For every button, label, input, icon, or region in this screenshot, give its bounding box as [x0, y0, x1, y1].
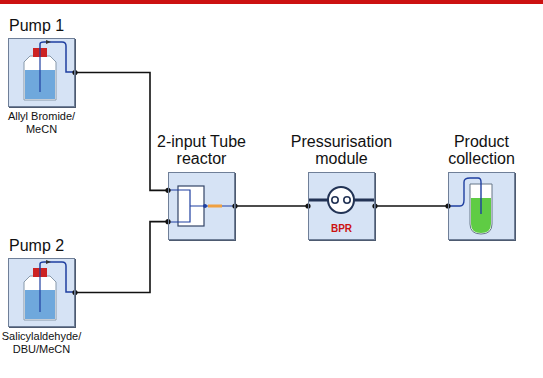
tubing-line: [235, 205, 308, 207]
module-heading: Product collection: [442, 133, 522, 168]
reactor-box: 2-input Tube reactor: [168, 172, 235, 240]
bpr-box: Pressurisation moduleBPR: [308, 172, 375, 240]
bpr-label: BPR: [309, 223, 374, 234]
junction-dot: [72, 290, 77, 295]
junction-dot: [203, 204, 207, 208]
module-heading: Pump 1: [9, 17, 64, 35]
junction-dot: [72, 70, 77, 75]
reagent-label: Salicylaldehyde/ DBU/MeCN: [0, 330, 92, 355]
tubing-line: [75, 222, 168, 293]
heated-section: [208, 205, 222, 208]
header-bar: [0, 0, 543, 4]
collection-box: Product collection: [448, 172, 515, 240]
tubing-line: [375, 205, 448, 207]
module-heading: Pump 2: [9, 237, 64, 255]
module-heading: Pressurisation module: [287, 133, 397, 168]
pump-box: Pump 2Salicylaldehyde/ DBU/MeCN: [8, 258, 75, 327]
reagent-bottle: [24, 40, 75, 100]
collection-tube: [448, 178, 492, 234]
reagent-bottle: [24, 260, 75, 320]
reactor-coil: [168, 186, 235, 226]
pump-box: Pump 1Allyl Bromide/ MeCN: [8, 38, 75, 107]
tubing-line: [75, 73, 168, 191]
reagent-label: Allyl Bromide/ MeCN: [0, 110, 92, 135]
bpr-symbol: [308, 187, 375, 213]
module-heading: 2-input Tube reactor: [154, 133, 250, 168]
junction-dot: [372, 203, 377, 208]
junction-dot: [232, 203, 237, 208]
box-fill: [8, 38, 515, 327]
